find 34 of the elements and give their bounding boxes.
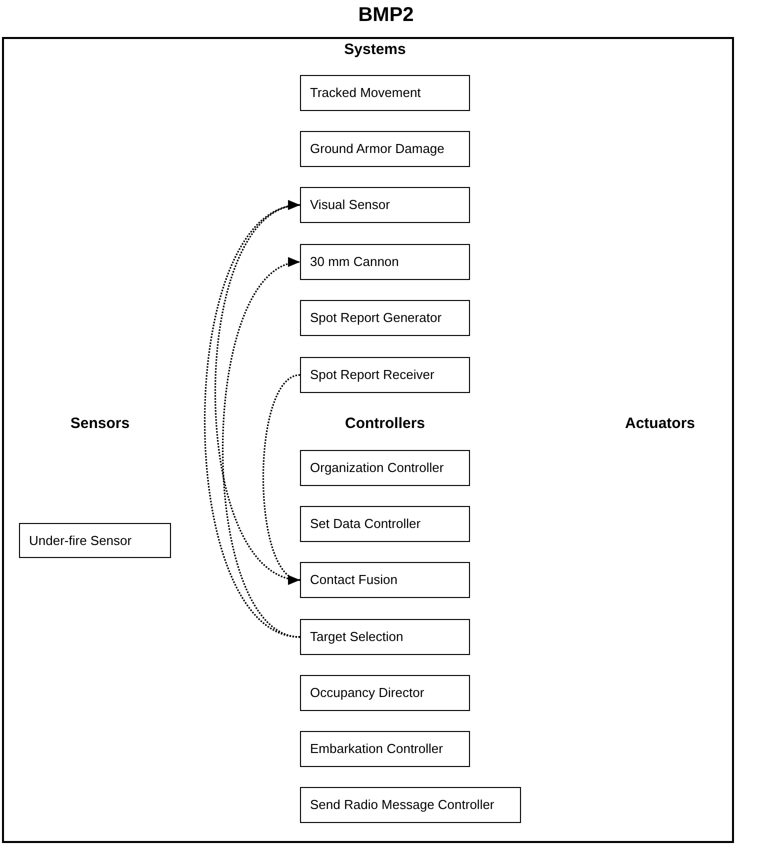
box-label: Contact Fusion [310, 572, 398, 588]
box-label: Under-fire Sensor [29, 532, 132, 548]
process-box [300, 357, 470, 393]
process-box [300, 562, 470, 598]
box-label: 30 mm Cannon [310, 254, 399, 270]
box-label: Ground Armor Damage [310, 141, 444, 157]
box-label: Send Radio Message Controller [310, 797, 494, 813]
box-label: Occupancy Director [310, 685, 424, 701]
process-box [300, 675, 470, 711]
process-box [300, 75, 470, 111]
box-label: Organization Controller [310, 460, 444, 476]
process-box [300, 187, 470, 223]
box-label: Embarkation Controller [310, 741, 443, 757]
process-box [300, 131, 470, 167]
box-label: Tracked Movement [310, 85, 421, 101]
process-box [300, 506, 470, 542]
process-box [300, 300, 470, 336]
process-box [300, 787, 521, 823]
process-box [19, 523, 171, 558]
system-frame [2, 37, 734, 843]
frame-heading: Systems [344, 41, 406, 59]
process-box [300, 450, 470, 486]
column-heading: Sensors [70, 415, 130, 433]
box-label: Set Data Controller [310, 516, 421, 532]
box-label: Spot Report Generator [310, 310, 442, 326]
box-label: Target Selection [310, 629, 404, 645]
box-label: Visual Sensor [310, 197, 390, 213]
process-box [300, 731, 470, 767]
process-box [300, 244, 470, 280]
column-heading: Actuators [625, 415, 695, 433]
column-heading: Controllers [345, 415, 425, 433]
process-box [300, 619, 470, 655]
diagram-title: BMP2 [358, 3, 414, 27]
box-label: Spot Report Receiver [310, 367, 434, 383]
